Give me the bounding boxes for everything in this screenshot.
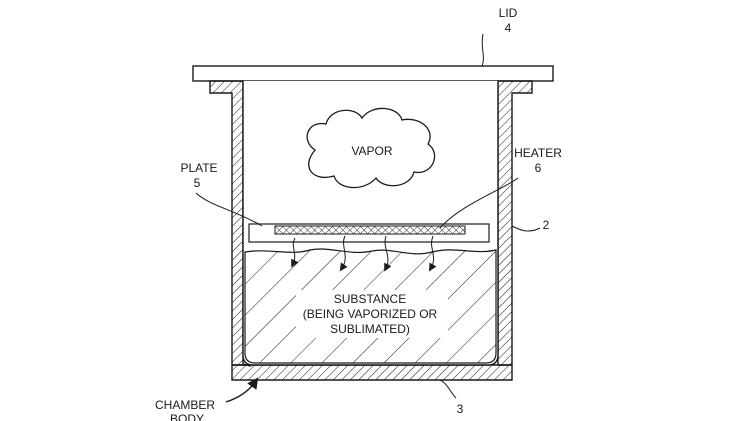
chamber-label-2: BODY: [170, 412, 204, 421]
vapor-label: VAPOR: [351, 144, 392, 158]
heater: [274, 225, 466, 235]
heater-ref: 6: [535, 161, 542, 175]
chamber-arrow: [225, 377, 259, 403]
substance-label-3: SUBLIMATED): [330, 322, 410, 336]
heater-label: HEATER: [514, 146, 562, 160]
plate-label: PLATE: [180, 161, 217, 175]
heat-arrows: [291, 235, 437, 272]
lid: [192, 65, 554, 82]
chamber-ref: 3: [457, 402, 464, 416]
leader-lines: [195, 33, 541, 399]
plate-ref: 5: [194, 176, 201, 190]
wall-ref: 2: [543, 218, 550, 232]
substance-label-1: SUBSTANCE: [334, 292, 406, 306]
vapor-cloud: [306, 107, 436, 189]
substance-label-2: (BEING VAPORIZED OR: [303, 307, 438, 321]
chamber-label-1: CHAMBER: [155, 398, 215, 412]
lid-ref: 4: [505, 21, 512, 35]
substance-label-bg: [296, 290, 448, 338]
lid-label: LID: [499, 6, 518, 20]
